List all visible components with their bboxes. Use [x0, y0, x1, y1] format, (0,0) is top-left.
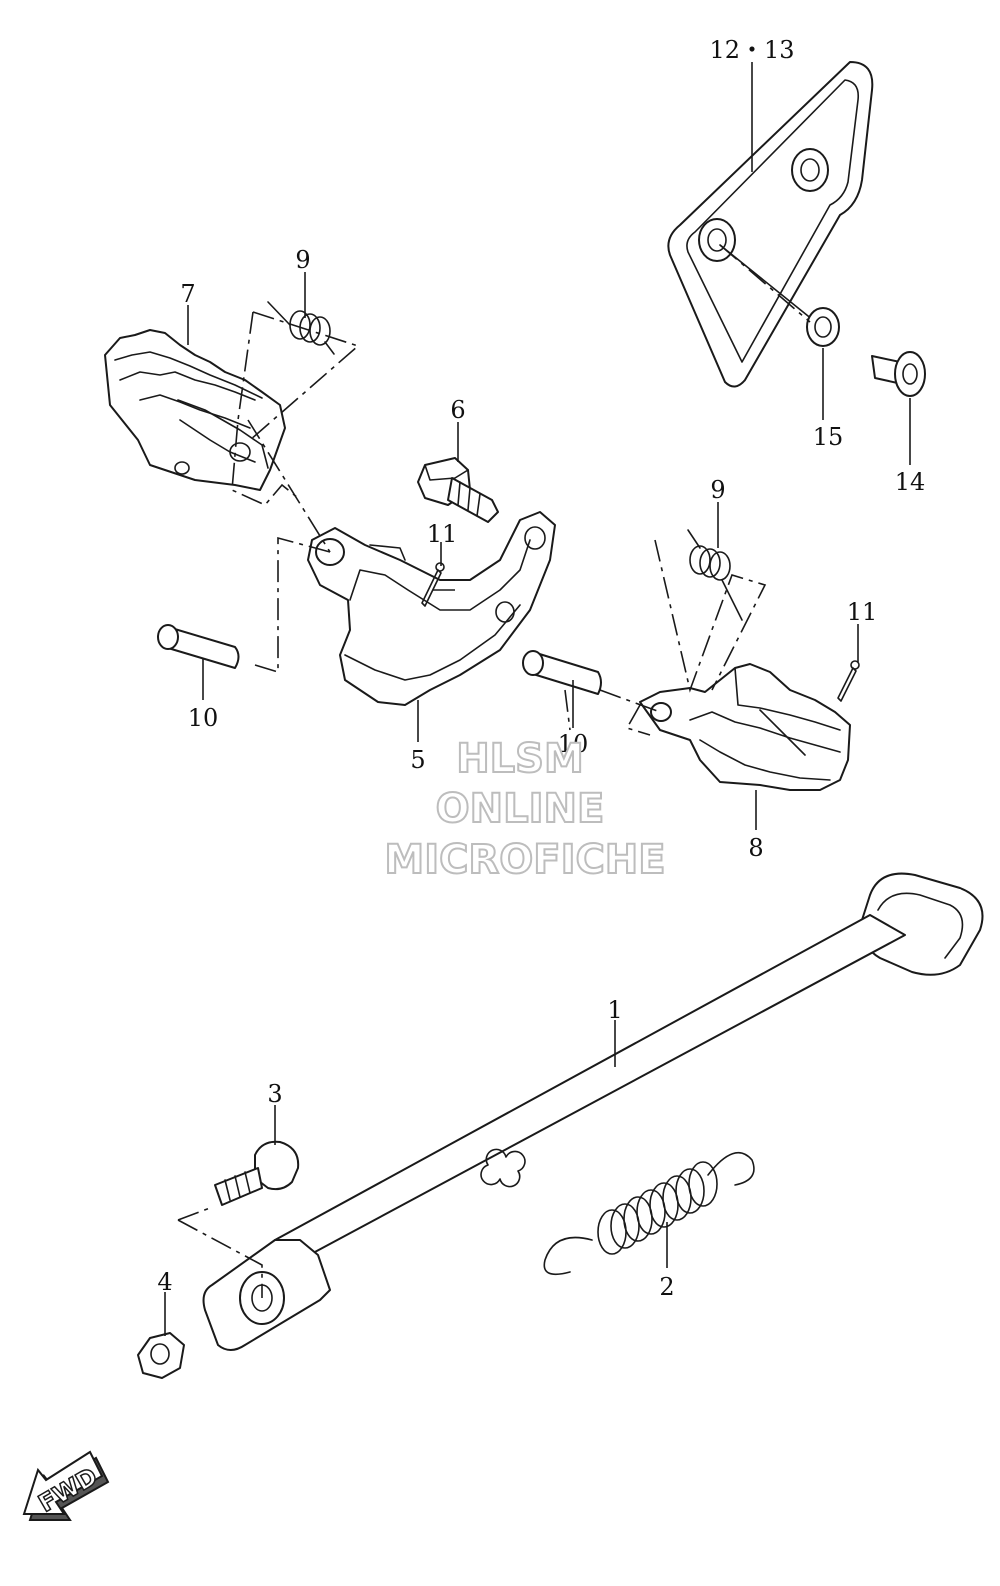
left-cotter-pin [421, 562, 445, 607]
callout-7: 7 [180, 280, 195, 308]
left-footpeg [104, 329, 286, 491]
watermark-line-2: ONLINE [436, 786, 605, 832]
callout-11-left: 11 [427, 520, 458, 548]
watermark: HLSM ONLINE MICROFICHE [383, 735, 666, 884]
watermark-line-1: HLSM [456, 736, 584, 782]
side-stand [202, 872, 984, 1351]
side-stand-nut [137, 1332, 185, 1379]
callout-6: 6 [450, 396, 465, 424]
right-cotter-pin [837, 660, 860, 702]
right-footpeg-spring [687, 529, 743, 621]
side-stand-spring [543, 1151, 755, 1276]
callout-4: 4 [157, 1268, 172, 1296]
right-pivot-pin [522, 650, 602, 695]
callout-10-left: 10 [188, 704, 219, 732]
collar-part [806, 307, 840, 347]
callout-9-left: 9 [295, 246, 310, 274]
callout-labels: 12・13 15 14 7 9 6 11 10 5 9 11 10 8 1 2 … [157, 36, 925, 1301]
bracket-bolt [417, 457, 499, 523]
callout-8: 8 [748, 834, 763, 862]
leader-lines [164, 62, 911, 1336]
watermark-line-3: MICROFICHE [384, 837, 665, 883]
callout-15: 15 [813, 423, 844, 451]
fwd-arrow-icon: FWD [22, 1450, 110, 1521]
callout-10-right: 10 [558, 730, 589, 758]
callout-3: 3 [267, 1080, 282, 1108]
dashed-center-lines [177, 244, 811, 1298]
side-stand-bolt [214, 1140, 300, 1206]
callout-14: 14 [895, 468, 926, 496]
guard-plate [667, 61, 874, 388]
callout-12-13: 12・13 [709, 36, 794, 64]
bolt-part-14 [871, 351, 926, 397]
left-pivot-pin [157, 624, 240, 669]
right-footpeg [639, 663, 851, 791]
left-footpeg-spring [267, 301, 335, 355]
callout-11-right: 11 [847, 598, 878, 626]
callout-2: 2 [659, 1273, 674, 1301]
callout-1: 1 [607, 996, 622, 1024]
callout-9-right: 9 [710, 476, 725, 504]
callout-5: 5 [410, 746, 425, 774]
